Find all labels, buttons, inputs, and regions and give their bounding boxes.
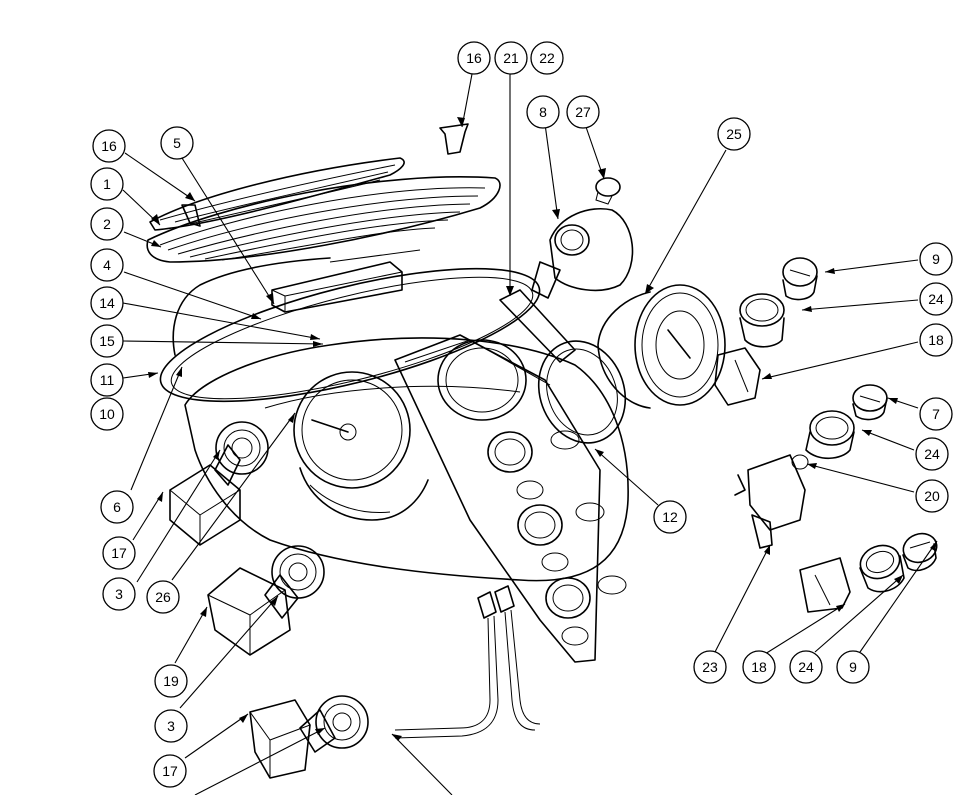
top-components [439,123,634,299]
svg-text:16: 16 [466,50,482,66]
callout-17-mid: 17 [102,536,136,570]
callout-20: 20 [915,479,949,513]
callout-15: 15 [90,324,124,358]
svg-text:17: 17 [162,763,178,779]
sensor-bar-part [271,249,421,313]
svg-text:3: 3 [115,586,123,602]
svg-text:24: 24 [924,446,940,462]
tub-body-part [184,289,629,663]
svg-text:9: 9 [849,659,857,675]
callout-9-low: 9 [836,650,870,684]
svg-text:19: 19 [163,673,179,689]
svg-text:1: 1 [103,176,111,192]
callout-4: 4 [90,248,124,282]
callout-11: 11 [90,363,124,397]
svg-text:18: 18 [928,332,944,348]
svg-text:16: 16 [101,138,117,154]
callout-5: 5 [160,126,194,160]
svg-text:14: 14 [99,295,115,311]
filter-grid-part [146,176,501,263]
callout-24-mid: 24 [915,437,949,471]
callout-18-top: 18 [919,323,953,357]
callout-1: 1 [90,167,124,201]
svg-text:24: 24 [798,659,814,675]
callout-23: 23 [693,650,727,684]
svg-text:20: 20 [924,488,940,504]
arrowheads [148,117,937,741]
callout-3-mid: 3 [102,577,136,611]
svg-text:5: 5 [173,135,181,151]
leader-lines [122,73,938,795]
callout-8: 8 [526,95,560,129]
svg-text:27: 27 [575,104,591,120]
lid-part [149,157,405,231]
callout-16-left: 16 [92,129,126,163]
svg-text:10: 10 [99,406,115,422]
callout-27: 27 [566,95,600,129]
callout-7: 7 [919,397,953,431]
svg-text:2: 2 [103,216,111,232]
callout-16-top: 16 [457,41,491,75]
callout-14: 14 [90,286,124,320]
callout-21: 21 [494,41,528,75]
parts-artwork [146,123,938,779]
callout-9-top: 9 [919,242,953,276]
callout-24-low: 24 [789,650,823,684]
svg-text:23: 23 [702,659,718,675]
callout-25: 25 [717,117,751,151]
callout-2: 2 [90,207,124,241]
svg-text:15: 15 [99,333,115,349]
svg-text:21: 21 [503,50,519,66]
callout-26: 26 [146,580,180,614]
right-components [597,257,938,613]
callout-24-top: 24 [919,282,953,316]
ring-gasket-part [159,257,541,403]
svg-text:11: 11 [100,372,115,388]
callout-12: 12 [653,500,687,534]
svg-text:24: 24 [928,291,944,307]
svg-text:7: 7 [932,406,940,422]
svg-text:12: 12 [662,509,678,525]
callout-3-low: 3 [154,709,188,743]
svg-text:9: 9 [932,251,940,267]
callout-19: 19 [154,664,188,698]
svg-text:26: 26 [155,589,171,605]
svg-text:18: 18 [751,659,767,675]
svg-text:3: 3 [167,718,175,734]
callout-10: 10 [90,397,124,431]
callout-22: 22 [530,41,564,75]
left-components [169,421,369,779]
svg-text:4: 4 [103,257,111,273]
svg-text:6: 6 [113,499,121,515]
wiring-part [394,585,541,739]
svg-text:25: 25 [726,126,742,142]
callout-bubbles: 16 21 22 8 27 25 16 5 1 2 4 14 15 11 10 … [90,41,953,788]
svg-text:8: 8 [539,104,547,120]
callout-6: 6 [100,490,134,524]
callout-18-low: 18 [742,650,776,684]
svg-text:17: 17 [111,545,127,561]
svg-text:22: 22 [539,50,555,66]
callout-17-low: 17 [153,754,187,788]
